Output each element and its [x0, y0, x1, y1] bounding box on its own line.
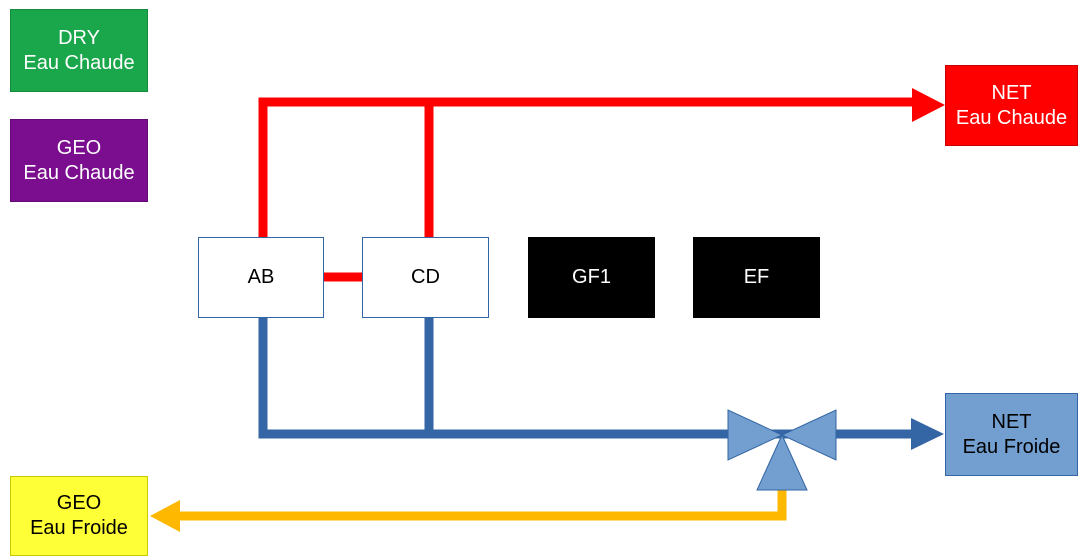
valve-left-cone	[727, 409, 784, 461]
net-hot-title: NET	[991, 81, 1032, 104]
valve-bottom-cone	[756, 433, 808, 491]
cold-pipe-main	[258, 318, 913, 439]
cold-pipe-arrowhead-icon	[911, 418, 944, 450]
node-ef: EF	[693, 237, 820, 318]
geo-return-arrowhead-icon	[150, 500, 180, 532]
valve-right-cone	[780, 409, 837, 461]
net-cold-title: NET	[991, 410, 1032, 433]
geo-cold-water-output: GEO Eau Froide	[10, 476, 148, 556]
node-cd-label: CD	[411, 266, 440, 288]
geo-cold-subtitle: Eau Froide	[30, 517, 128, 539]
node-ab-label: AB	[247, 266, 275, 288]
hot-pipe-arrowhead-icon	[912, 88, 945, 122]
net-cold-water-output: NET Eau Froide	[945, 393, 1078, 476]
three-way-valve-icon	[727, 409, 837, 491]
hot-pipe-main	[258, 97, 913, 237]
node-cd: CD	[362, 237, 489, 318]
net-hot-subtitle: Eau Chaude	[955, 106, 1068, 129]
node-gf1: GF1	[528, 237, 655, 318]
geo-hot-water-source: GEO Eau Chaude	[10, 119, 148, 202]
dry-hot-title: DRY	[58, 26, 100, 49]
dry-hot-subtitle: Eau Chaude	[23, 51, 135, 74]
net-cold-subtitle: Eau Froide	[962, 435, 1061, 458]
geo-return-pipe	[180, 490, 787, 521]
node-ef-label: EF	[743, 266, 770, 288]
node-gf1-label: GF1	[572, 266, 611, 288]
net-hot-water-output: NET Eau Chaude	[945, 65, 1078, 146]
geo-hot-title: GEO	[56, 136, 102, 159]
geo-cold-title: GEO	[56, 492, 102, 514]
node-ab: AB	[198, 237, 324, 318]
dry-hot-water-source: DRY Eau Chaude	[10, 9, 148, 92]
geo-hot-subtitle: Eau Chaude	[23, 161, 135, 184]
